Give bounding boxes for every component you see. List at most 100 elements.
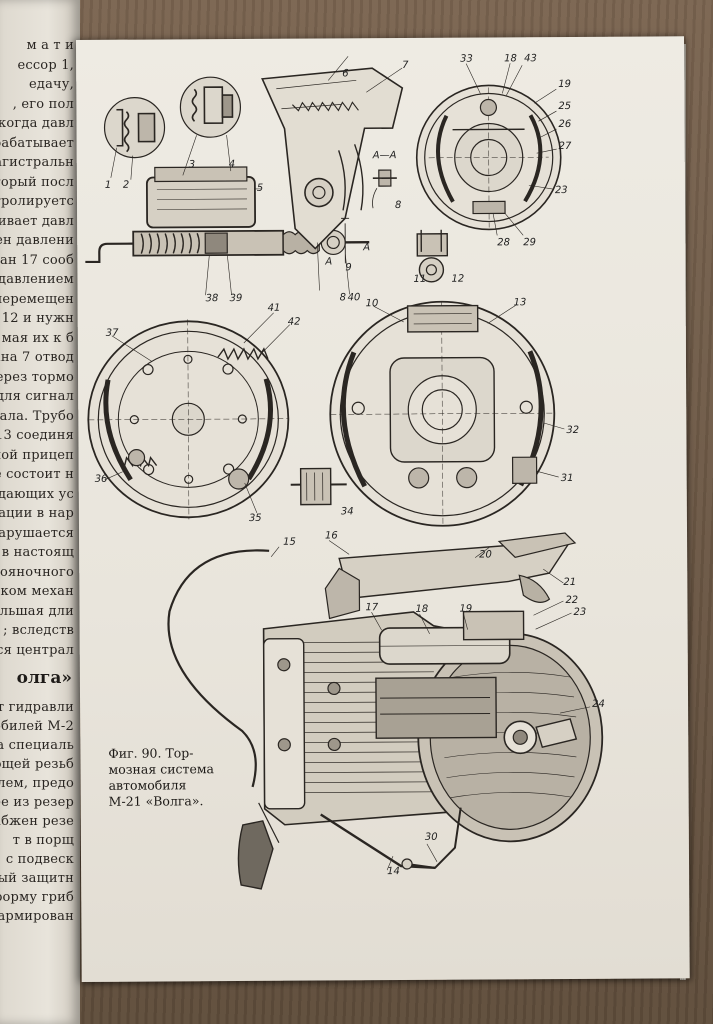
- callout-number: 30: [425, 832, 438, 843]
- left-page-text-line: 13 соединя: [0, 428, 74, 443]
- left-page-text-line: с подвеск: [5, 852, 74, 867]
- left-page-text-line: атации в нар: [0, 506, 74, 521]
- left-page-text-line: едачу,: [28, 77, 74, 92]
- left-page-text-line: ессор 1,: [17, 57, 74, 73]
- left-page-text-line: армирован: [0, 909, 74, 924]
- caption-line-4: М-21 «Волга».: [108, 793, 204, 809]
- callout-number: 4: [229, 159, 235, 170]
- left-page-text-line: , его пол: [12, 96, 74, 112]
- callout-number: 19: [558, 79, 571, 90]
- left-page-text-line: ен давлени: [0, 233, 74, 248]
- brake-chamber-drawing: [85, 56, 404, 296]
- brake-assembly-3d: [167, 532, 604, 890]
- left-page-text-line: омобилей М-2: [0, 719, 74, 734]
- callout-number: 40: [348, 292, 361, 303]
- callout-number: 38: [206, 293, 219, 304]
- left-page-text-line: ольшая дли: [0, 603, 74, 619]
- section-part-number: 8: [395, 200, 401, 211]
- callout-number: 22: [565, 595, 578, 606]
- callout-number: 18: [504, 53, 517, 64]
- callout-number: 19: [459, 604, 472, 615]
- callout-number: 16: [325, 530, 338, 541]
- left-page-text-line: мой прицеп: [0, 447, 74, 463]
- left-page-text-line: ана 7 отвод: [0, 350, 74, 365]
- left-page-text-line: когда давл: [0, 116, 74, 131]
- small-part-11-12: [416, 229, 449, 283]
- left-page-text-line: ателем, предо: [0, 776, 74, 791]
- callout-number: 25: [558, 101, 571, 112]
- left-page-text-line: через тормо: [0, 369, 74, 385]
- callout-number: 12: [451, 274, 464, 285]
- figure-caption: Фиг. 90. Тор- мозная система автомобиля …: [108, 745, 238, 810]
- left-page-text-line: нарушается: [0, 525, 74, 541]
- left-page-text-line: вый защитн: [0, 871, 74, 886]
- callout-number: 28: [497, 237, 510, 248]
- callout-number: 26: [558, 119, 571, 130]
- callout-number: 11: [413, 274, 426, 285]
- left-page: м а т и ессор 1, едачу, , его пол когда давл…: [0, 0, 80, 1024]
- left-page-text-line: форму гриб: [0, 890, 74, 905]
- left-page-text-line: торый посл: [0, 174, 74, 190]
- caption-line-1: Фиг. 90. Тор-: [108, 745, 194, 761]
- callout-number: 24: [592, 699, 605, 710]
- callout-number: 18: [415, 604, 428, 615]
- callout-number: 36: [95, 474, 108, 485]
- left-page-text-line: снабжен резе: [0, 814, 74, 829]
- callout-number: 23: [555, 185, 568, 196]
- callout-number: 10: [366, 298, 379, 309]
- callout-number: 15: [283, 537, 296, 548]
- callout-number: 31: [561, 473, 574, 484]
- left-page-text-line: т 12 и нужн: [0, 311, 74, 326]
- callout-number: 5: [257, 183, 263, 194]
- brake-system-figure: 123456789383940АА33184319252627232829111…: [85, 53, 605, 890]
- left-page-text-line: е состоит н: [0, 467, 74, 482]
- callout-number: 14: [387, 866, 400, 877]
- left-page-text-line: перемещен: [0, 291, 74, 307]
- left-page-text-line: едающих ус: [0, 486, 74, 502]
- left-page-text-line: ; вследств: [3, 623, 74, 638]
- callout-number: 34: [341, 506, 354, 517]
- left-page-text-line: ее из резер: [0, 795, 74, 810]
- left-page-text-line: олга»: [16, 668, 72, 688]
- left-page-text-line: тся централ: [0, 642, 74, 658]
- small-part-34: [290, 467, 347, 506]
- callout-number: 29: [523, 237, 536, 248]
- front-drum-right: [329, 300, 565, 527]
- callout-number: 27: [559, 141, 572, 152]
- callout-number: 6: [342, 68, 348, 79]
- callout-number: 17: [365, 602, 378, 613]
- left-page-text-line: стояночного: [0, 564, 74, 580]
- callout-number: 42: [288, 317, 301, 328]
- callout-number: 37: [106, 328, 119, 339]
- left-page-text-line: для сигнал: [0, 389, 74, 404]
- callout-number: 2: [123, 180, 129, 191]
- rear-drum-small: [415, 63, 562, 236]
- left-page-text-line: м а т и: [26, 38, 74, 53]
- left-page-text-line: т гидравли: [0, 700, 74, 715]
- callout-number: 21: [563, 577, 576, 588]
- callout-number: 41: [268, 303, 281, 314]
- callout-number: 20: [479, 549, 492, 560]
- callout-number: 7: [402, 60, 409, 71]
- callout-number: 8: [340, 292, 346, 303]
- callout-number: 3: [189, 159, 195, 170]
- left-page-text-line: т в порщ: [12, 833, 74, 848]
- callout-number: 13: [514, 297, 527, 308]
- left-page-text-line: в настоящ: [1, 545, 74, 560]
- left-page-text-line: ющей резьб: [0, 757, 74, 772]
- callout-number: 23: [573, 607, 586, 618]
- left-page-text-line: агистральн: [0, 155, 74, 170]
- left-page-text-line: ран 17 сооб: [0, 252, 74, 268]
- callout-number: А: [362, 242, 370, 253]
- left-page-text-line: д давлением: [0, 272, 74, 287]
- section-label: А—А: [372, 150, 397, 161]
- left-page-text-line: тролируетс: [0, 194, 74, 209]
- caption-line-2: мозная система: [108, 761, 215, 777]
- left-page-text-line: ода специаль: [0, 738, 74, 753]
- caption-line-3: автомобиля: [108, 777, 187, 793]
- callout-number: 33: [460, 54, 473, 65]
- callout-number: 35: [249, 513, 262, 524]
